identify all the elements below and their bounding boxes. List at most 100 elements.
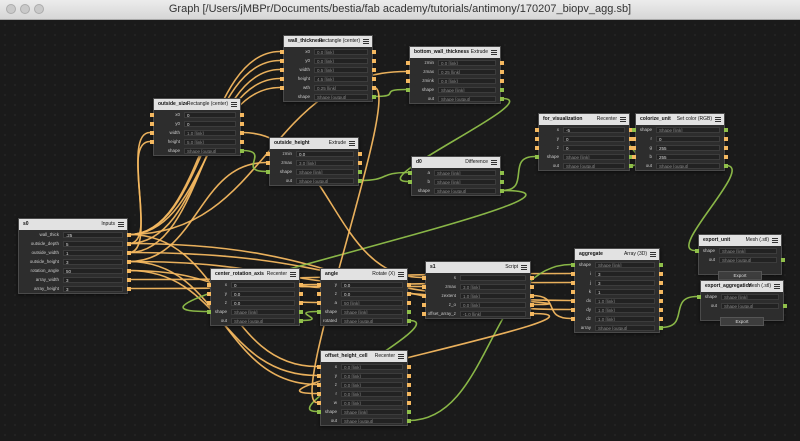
output-port-icon[interactable]: [240, 148, 244, 153]
port-value-field[interactable]: 50: [63, 267, 123, 274]
output-port-icon[interactable]: [372, 76, 376, 81]
port-value-field[interactable]: Shape [output]: [438, 95, 496, 102]
output-port-icon[interactable]: [500, 60, 504, 65]
output-port-icon[interactable]: [358, 160, 362, 165]
output-port-icon[interactable]: [127, 232, 131, 237]
export-button[interactable]: Export: [720, 317, 764, 326]
output-port-icon[interactable]: [372, 67, 376, 72]
port-value-field[interactable]: Shape [link]: [341, 308, 403, 315]
node-menu-icon[interactable]: [620, 117, 626, 122]
port-value-field[interactable]: 0.0: [341, 281, 403, 288]
node-menu-icon[interactable]: [231, 102, 237, 107]
output-port-icon[interactable]: [659, 262, 663, 267]
port-value-field[interactable]: Shape [link]: [341, 408, 403, 415]
export-button[interactable]: Export: [718, 271, 762, 280]
input-port-icon[interactable]: [535, 154, 539, 159]
output-port-icon[interactable]: [530, 275, 534, 280]
output-port-icon[interactable]: [500, 96, 504, 101]
output-port-icon[interactable]: [358, 151, 362, 156]
input-port-icon[interactable]: [280, 58, 284, 63]
port-value-field[interactable]: 0.0 [link]: [314, 48, 368, 55]
zoom-window-button[interactable]: [34, 4, 44, 14]
output-port-icon[interactable]: [127, 286, 131, 291]
output-port-icon[interactable]: [724, 154, 728, 159]
output-port-icon[interactable]: [659, 271, 663, 276]
output-port-icon[interactable]: [372, 85, 376, 90]
input-port-icon[interactable]: [632, 127, 636, 132]
output-port-icon[interactable]: [629, 163, 633, 168]
output-port-icon[interactable]: [127, 241, 131, 246]
port-value-field[interactable]: 255: [656, 153, 720, 160]
input-port-icon[interactable]: [317, 400, 321, 405]
input-port-icon[interactable]: [317, 300, 321, 305]
output-port-icon[interactable]: [659, 307, 663, 312]
port-value-field[interactable]: Shape [output]: [563, 162, 625, 169]
port-value-field[interactable]: 3.0 [link]: [296, 159, 354, 166]
input-port-icon[interactable]: [571, 289, 575, 294]
input-port-icon[interactable]: [535, 136, 539, 141]
input-port-icon[interactable]: [535, 127, 539, 132]
port-value-field[interactable]: 3: [63, 285, 123, 292]
port-value-field[interactable]: Shape [link]: [438, 86, 496, 93]
input-port-icon[interactable]: [317, 373, 321, 378]
input-port-icon[interactable]: [408, 179, 412, 184]
input-port-icon[interactable]: [207, 291, 211, 296]
output-port-icon[interactable]: [659, 298, 663, 303]
output-port-icon[interactable]: [629, 145, 633, 150]
output-port-icon[interactable]: [659, 316, 663, 321]
port-value-field[interactable]: 0.25 [link]: [314, 84, 368, 91]
output-port-icon[interactable]: [127, 268, 131, 273]
output-port-icon[interactable]: [629, 154, 633, 159]
input-port-icon[interactable]: [150, 139, 154, 144]
port-value-field[interactable]: .25: [63, 231, 123, 238]
output-port-icon[interactable]: [407, 391, 411, 396]
input-port-icon[interactable]: [422, 284, 426, 289]
output-port-icon[interactable]: [500, 69, 504, 74]
port-value-field[interactable]: 0: [184, 111, 236, 118]
port-value-field[interactable]: 0.0 [link]: [341, 390, 403, 397]
output-port-icon[interactable]: [299, 309, 303, 314]
input-port-icon[interactable]: [422, 293, 426, 298]
node-menu-icon[interactable]: [363, 39, 369, 44]
input-port-icon[interactable]: [317, 391, 321, 396]
port-value-field[interactable]: Shape [output]: [184, 147, 236, 154]
port-value-field[interactable]: 255: [656, 144, 720, 151]
input-port-icon[interactable]: [207, 309, 211, 314]
port-value-field[interactable]: Shape [link]: [656, 126, 720, 133]
port-value-field[interactable]: Shape [output]: [296, 177, 354, 184]
port-value-field[interactable]: 1: [63, 249, 123, 256]
port-value-field[interactable]: -5: [563, 126, 625, 133]
port-value-field[interactable]: Shape [link]: [296, 168, 354, 175]
output-port-icon[interactable]: [407, 418, 411, 423]
port-value-field[interactable]: 0: [184, 120, 236, 127]
port-value-field[interactable]: Shape [output]: [719, 256, 777, 263]
port-value-field[interactable]: 0: [563, 135, 625, 142]
port-value-field[interactable]: Shape [link]: [434, 178, 496, 185]
port-value-field[interactable]: 3: [595, 270, 655, 277]
port-value-field[interactable]: Shape [link]: [595, 261, 655, 268]
output-port-icon[interactable]: [240, 130, 244, 135]
input-port-icon[interactable]: [266, 151, 270, 156]
port-value-field[interactable]: 1.0 [link]: [460, 292, 526, 299]
node-menu-icon[interactable]: [715, 117, 721, 122]
output-port-icon[interactable]: [500, 188, 504, 193]
output-port-icon[interactable]: [299, 282, 303, 287]
output-port-icon[interactable]: [127, 259, 131, 264]
port-value-field[interactable]: 50 [link]: [341, 299, 403, 306]
port-value-field[interactable]: 0.0 [link]: [341, 399, 403, 406]
output-port-icon[interactable]: [500, 78, 504, 83]
input-port-icon[interactable]: [317, 382, 321, 387]
input-port-icon[interactable]: [695, 248, 699, 253]
output-port-icon[interactable]: [407, 291, 411, 296]
